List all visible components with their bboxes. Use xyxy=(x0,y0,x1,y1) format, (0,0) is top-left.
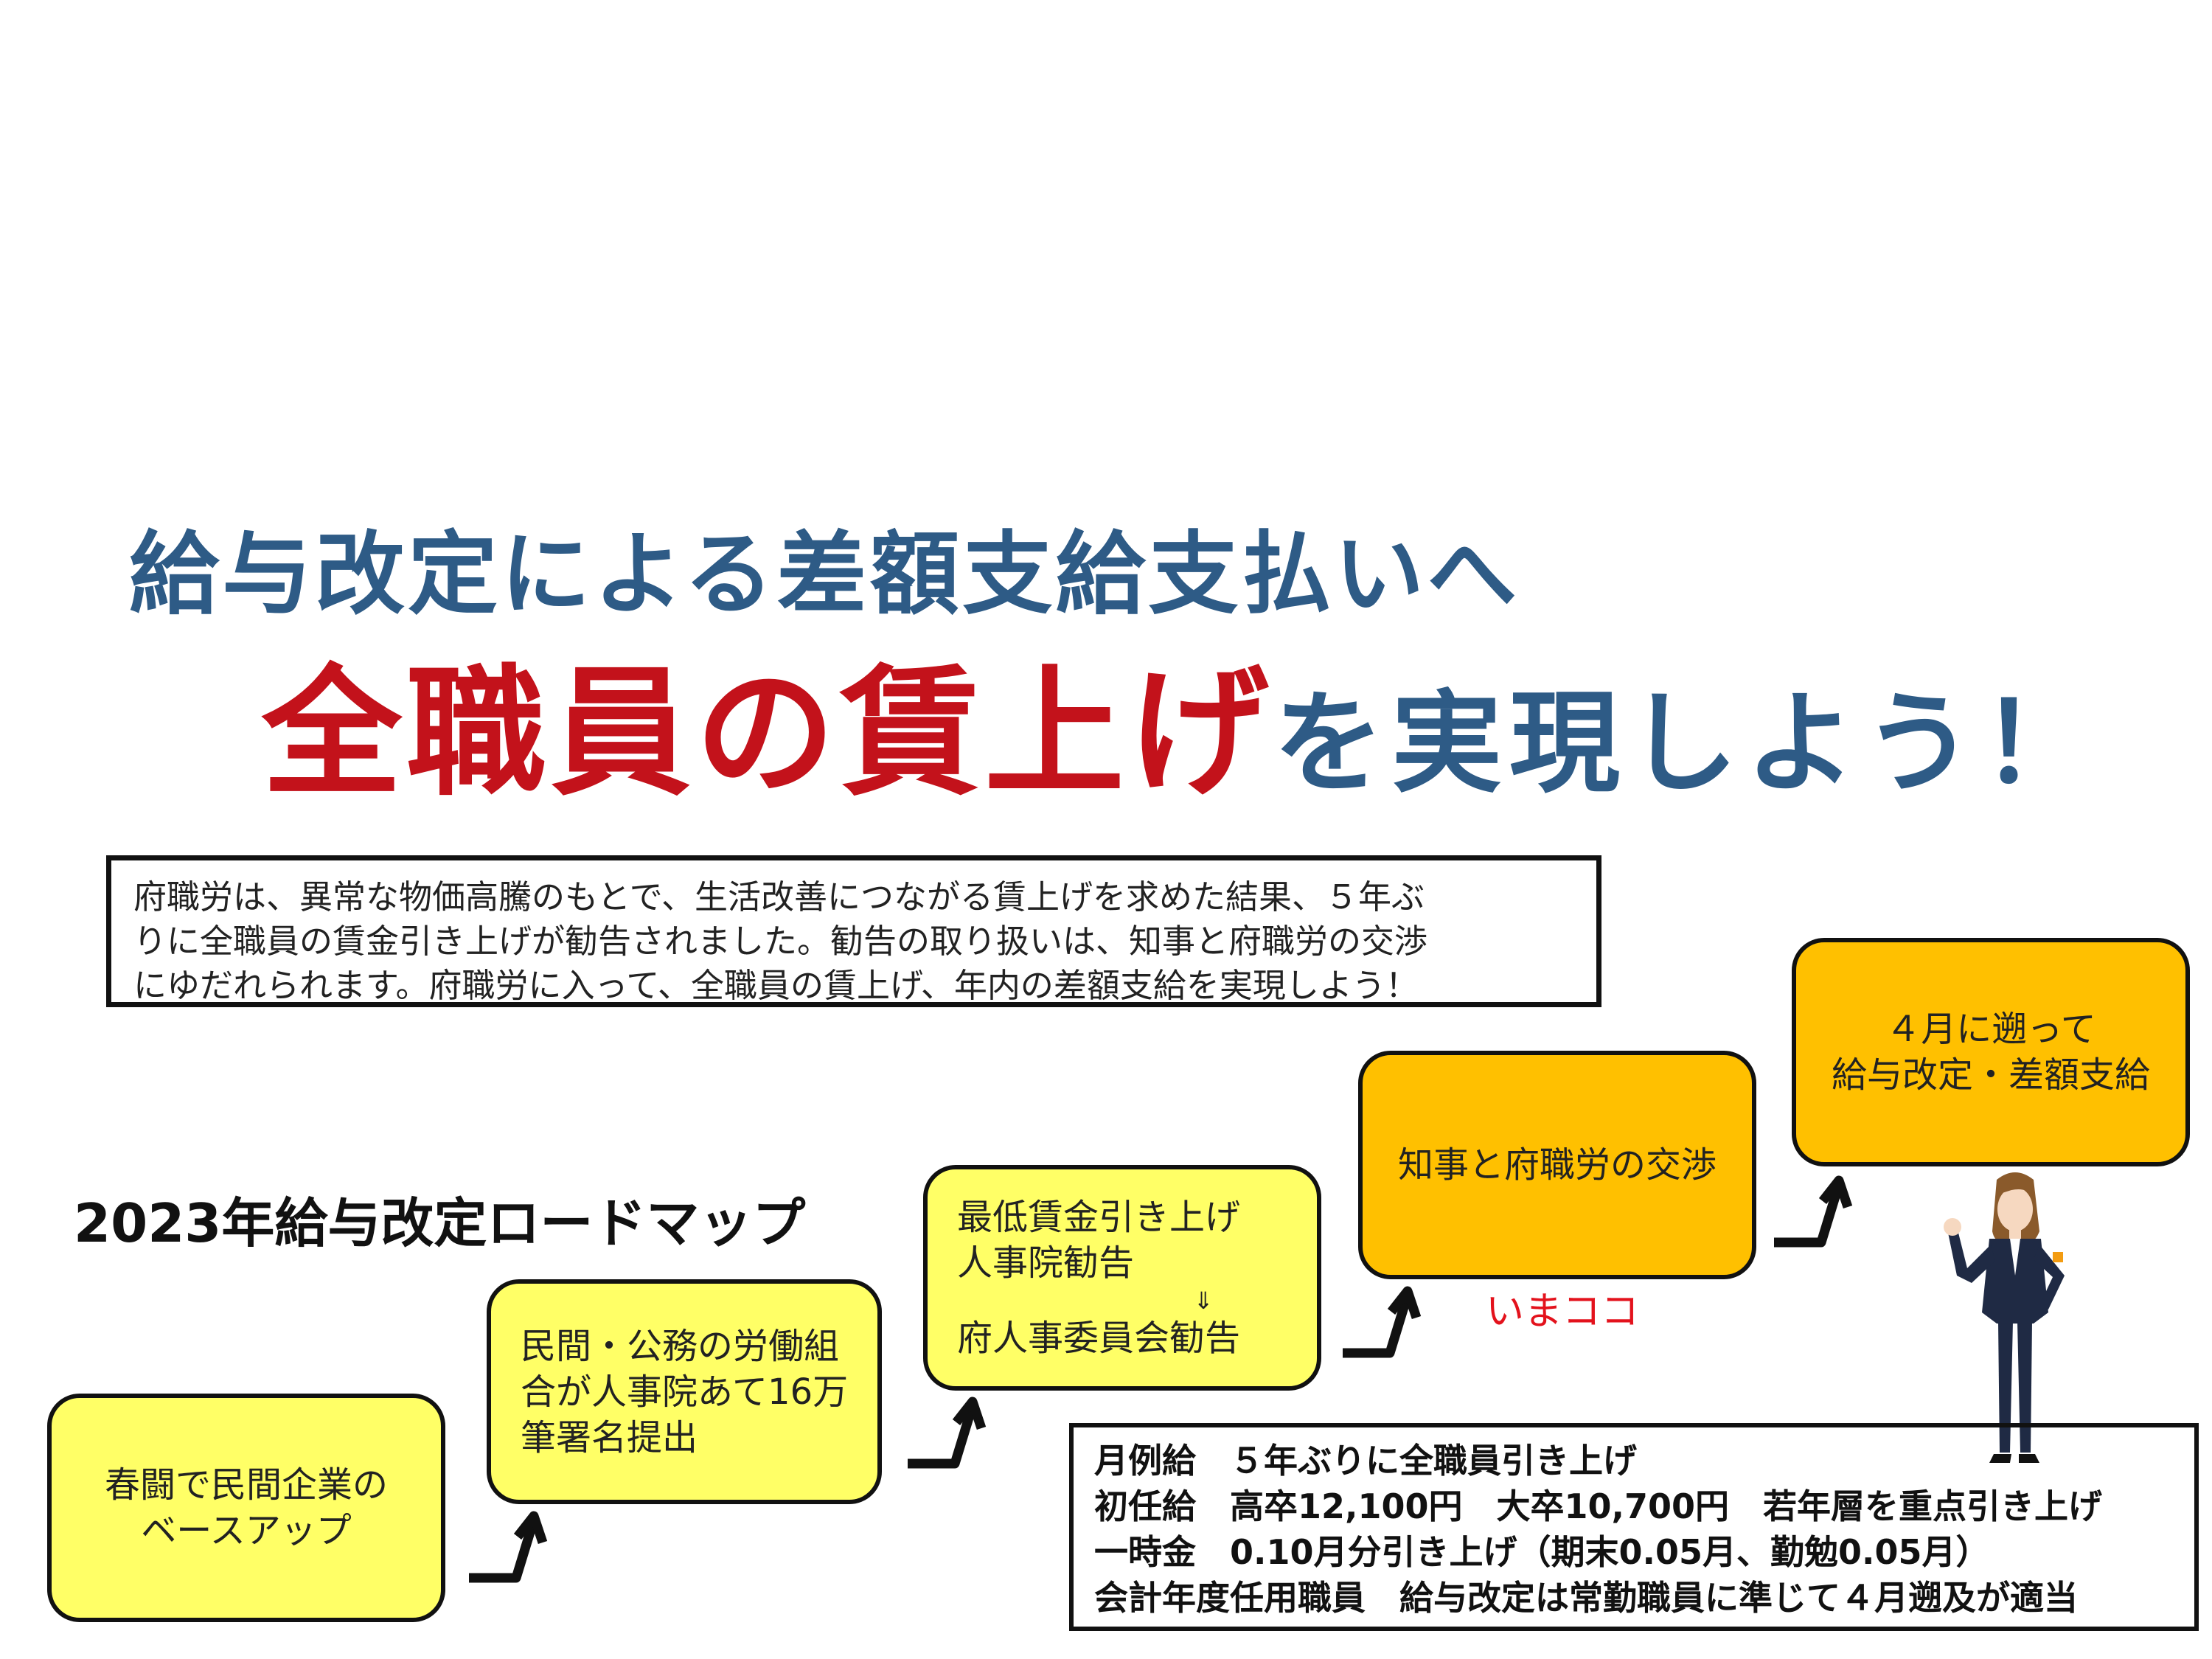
step-line: 人事院勧告 xyxy=(957,1242,1135,1284)
step-line: 合が人事院あて16万 xyxy=(521,1371,849,1413)
roadmap-step-4: 知事と府職労の交渉 xyxy=(1358,1051,1756,1279)
step-line: ベースアップ xyxy=(141,1510,352,1551)
step-arrow-icon xyxy=(469,1511,548,1583)
headline-emphasis: 全職員の賃上げ xyxy=(262,652,1274,815)
step-line: 知事と府職労の交渉 xyxy=(1397,1144,1717,1186)
headline-line1: 給与改定による差額支給支払いへ xyxy=(129,522,1520,627)
summary-box: 月例給 ５年ぶりに全職員引き上げ 初任給 高卒12,100円 大卒10,700円… xyxy=(1069,1423,2199,1631)
step-arrow-icon xyxy=(1343,1286,1422,1358)
headline-rest: を実現しよう！ xyxy=(1273,680,2100,808)
step-line: 府人事委員会勧告 xyxy=(957,1318,1241,1359)
summary-line: 初任給 高卒12,100円 大卒10,700円 若年層を重点引き上げ xyxy=(1094,1486,2103,1526)
roadmap-step-5: ４月に遡って 給与改定・差額支給 xyxy=(1792,938,2190,1166)
step-arrow-icon xyxy=(1774,1175,1853,1248)
notice-line: にゆだれられます。府職労に入って、全職員の賃上げ、年内の差額支給を実現しよう！ xyxy=(133,966,1419,1005)
step-line: 春闘で民間企業の xyxy=(104,1464,388,1506)
woman-in-suit-illustration xyxy=(1944,1172,2065,1463)
notice-box: 府職労は、異常な物価高騰のもとで、生活改善につながる賃上げを求めた結果、５年ぶ … xyxy=(106,855,1601,1007)
down-arrow-icon: ⇓ xyxy=(1193,1287,1214,1315)
summary-line: 一時金 0.10月分引き上げ（期末0.05月、勤勉0.05月） xyxy=(1094,1532,1990,1572)
headline-line2: 全職員の賃上げを実現しよう！ xyxy=(262,619,2099,822)
current-marker: いまココ xyxy=(1486,1290,1640,1334)
roadmap-step-2: 民間・公務の労働組 合が人事院あて16万 筆署名提出 xyxy=(487,1279,882,1504)
roadmap-title: 2023年給与改定ロードマップ xyxy=(74,1192,806,1254)
summary-line: 月例給 ５年ぶりに全職員引き上げ xyxy=(1094,1441,1637,1481)
summary-line: 会計年度任用職員 給与改定は常勤職員に準じて４月遡及が適当 xyxy=(1094,1578,2078,1618)
step-line: ４月に遡って xyxy=(1885,1009,2096,1050)
roadmap-step-1: 春闘で民間企業の ベースアップ xyxy=(47,1394,445,1622)
step-line: 民間・公務の労働組 xyxy=(521,1325,840,1367)
notice-line: りに全職員の賃金引き上げが勧告されました。勧告の取り扱いは、知事と府職労の交渉 xyxy=(133,922,1428,961)
step-line: 最低賃金引き上げ xyxy=(957,1197,1241,1238)
roadmap-step-3: 最低賃金引き上げ 人事院勧告 ⇓ 府人事委員会勧告 xyxy=(923,1165,1321,1391)
step-line: 給与改定・差額支給 xyxy=(1831,1054,2150,1096)
notice-line: 府職労は、異常な物価高騰のもとで、生活改善につながる賃上げを求めた結果、５年ぶ xyxy=(133,877,1425,917)
step-arrow-icon xyxy=(908,1397,987,1469)
step-line: 筆署名提出 xyxy=(521,1416,698,1458)
